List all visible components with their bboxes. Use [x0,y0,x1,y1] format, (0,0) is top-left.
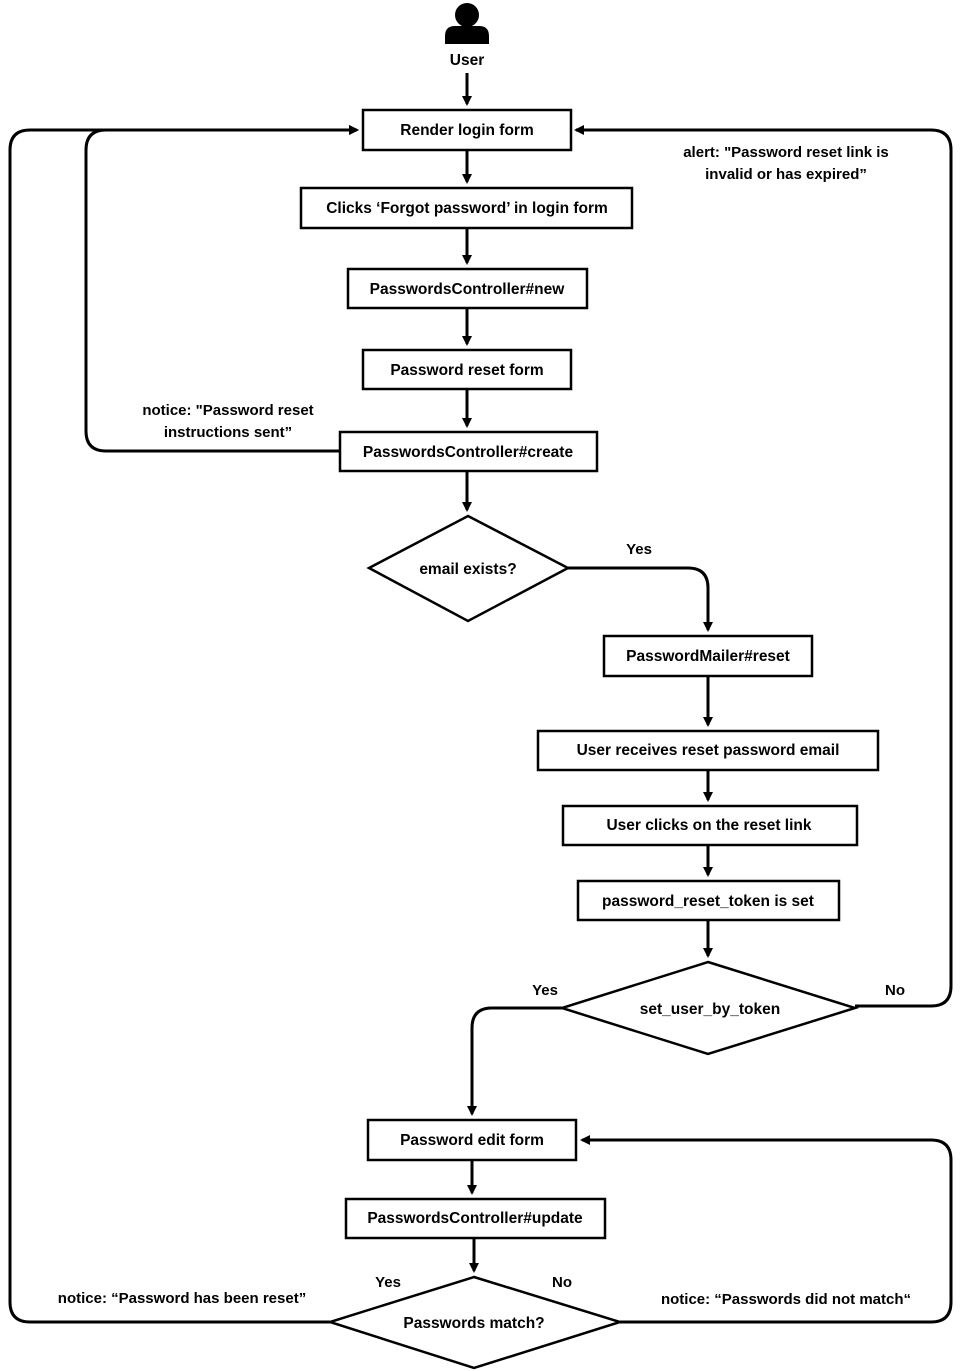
node-label: Password edit form [400,1132,544,1149]
node-label: Render login form [400,122,533,139]
arrow-setuser-no [574,125,953,1008]
node-password-edit-form: Password edit form [366,1118,578,1162]
decision-email-exists: email exists? [366,514,571,623]
note-instructions-sent-line1: notice: "Password reset [142,402,313,419]
node-user-clicks-link: User clicks on the reset link [561,804,859,847]
node-render-login-form: Render login form [361,108,573,152]
arrow-match-no [580,1135,953,1324]
node-label: PasswordsController#create [363,444,574,461]
edge-label-token-no: No [885,982,905,999]
user-label: User [450,52,484,69]
node-token-is-set: password_reset_token is set [576,879,841,922]
note-alert-line1: alert: "Password reset link is [683,144,889,161]
note-password-reset: notice: “Password has been reset” [58,1290,306,1307]
arrow-email-yes [568,566,713,632]
node-password-mailer-reset: PasswordMailer#reset [602,634,814,678]
node-label: User clicks on the reset link [606,817,811,834]
node-passwords-controller-update: PasswordsController#update [344,1197,607,1240]
node-label: Clicks ‘Forgot password’ in login form [326,200,608,217]
decision-set-user-by-token: set_user_by_token [557,960,860,1056]
edge-label-token-yes: Yes [532,982,558,999]
decision-passwords-match: Passwords match? [325,1275,625,1370]
node-clicks-forgot: Clicks ‘Forgot password’ in login form [299,186,634,230]
node-passwords-controller-create: PasswordsController#create [338,430,599,473]
node-label: PasswordsController#new [370,281,566,298]
connectors [8,73,953,1324]
decision-label: Passwords match? [403,1315,544,1332]
decision-label: set_user_by_token [640,1001,780,1018]
decision-label: email exists? [419,561,516,578]
node-label: PasswordsController#update [367,1210,583,1227]
note-passwords-mismatch: notice: “Passwords did not match“ [661,1291,911,1308]
node-password-reset-form: Password reset form [361,348,573,391]
note-instructions-sent-line2: instructions sent” [164,424,292,441]
node-passwords-controller-new: PasswordsController#new [346,267,589,310]
edge-label-match-yes: Yes [375,1274,401,1291]
note-alert-line2: invalid or has expired” [705,166,867,183]
edge-label-email-yes: Yes [626,541,652,558]
node-user-receives-email: User receives reset password email [536,729,880,772]
node-label: password_reset_token is set [602,893,814,910]
user-icon [445,3,489,44]
arrow-match-yes [8,125,359,1324]
arrow-setuser-yes [467,1006,562,1116]
edge-label-match-no: No [552,1274,572,1291]
node-label: Password reset form [390,362,543,379]
node-label: User receives reset password email [577,742,840,759]
node-label: PasswordMailer#reset [626,648,790,665]
